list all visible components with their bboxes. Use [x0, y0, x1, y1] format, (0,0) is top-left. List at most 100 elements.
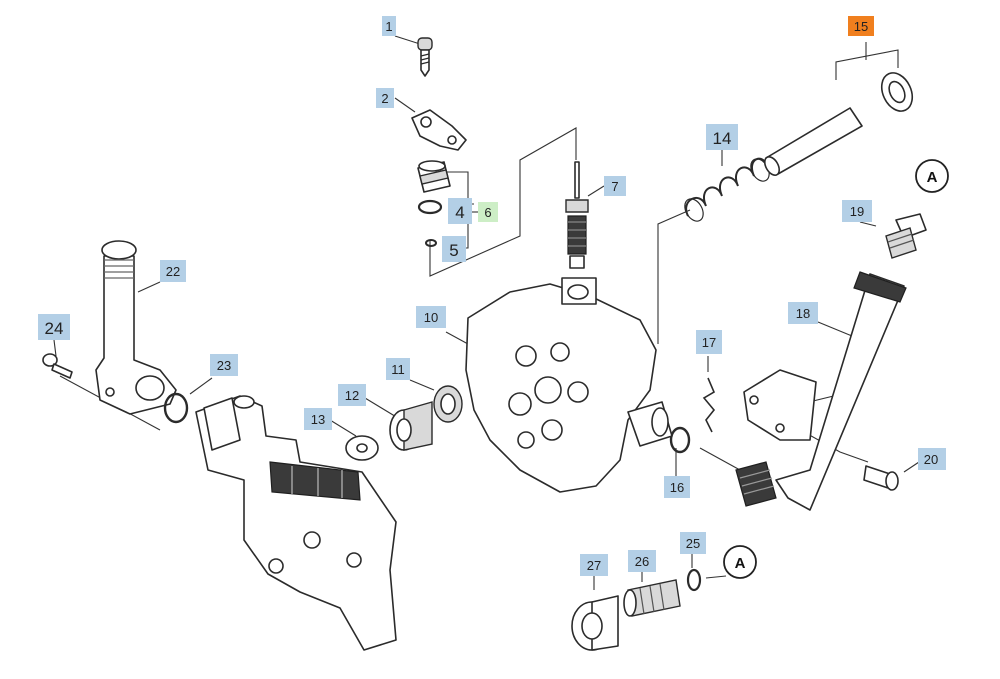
callout-box — [680, 532, 706, 554]
callout-box — [604, 176, 626, 196]
callout-label: 18 — [796, 306, 810, 321]
callout-label: 26 — [635, 554, 649, 569]
callout-box — [448, 198, 472, 224]
reference-marker-a-top[interactable]: A — [915, 159, 949, 193]
callout-box — [848, 16, 874, 36]
callout-label: 14 — [713, 129, 732, 148]
callout-box — [210, 354, 238, 376]
callout-box — [382, 16, 396, 36]
callout-label: 23 — [217, 358, 231, 373]
callout-box — [664, 476, 690, 498]
callout-label: 6 — [484, 205, 491, 220]
callout-11[interactable]: 11 — [386, 358, 410, 380]
callout-13[interactable]: 13 — [304, 408, 332, 430]
callout-12[interactable]: 12 — [338, 384, 366, 406]
part-connector-26 — [623, 579, 681, 617]
callout-label: 7 — [611, 179, 618, 194]
callout-18[interactable]: 18 — [788, 302, 818, 324]
callout-box — [706, 124, 738, 150]
callout-22[interactable]: 22 — [160, 260, 186, 282]
part-small-ring-5 — [425, 239, 437, 247]
part-bushing-12 — [389, 401, 433, 451]
reference-marker-label: A — [735, 555, 746, 572]
callout-label: 20 — [924, 452, 938, 467]
callout-box — [338, 384, 366, 406]
callout-label: 15 — [854, 19, 868, 34]
callout-label: 13 — [311, 412, 325, 427]
callout-5[interactable]: 5 — [442, 236, 466, 262]
callout-23[interactable]: 23 — [210, 354, 238, 376]
callout-label: 19 — [850, 204, 864, 219]
callout-19[interactable]: 19 — [842, 200, 872, 222]
callout-label: 10 — [424, 310, 438, 325]
callout-label: 24 — [45, 319, 64, 338]
callout-14[interactable]: 14 — [706, 124, 738, 150]
callout-box — [386, 358, 410, 380]
leader-lines — [53, 35, 923, 590]
callout-label: 1 — [385, 19, 392, 34]
part-valve-stem-7 — [565, 161, 589, 269]
callout-label: 22 — [166, 264, 180, 279]
callout-box — [696, 330, 722, 354]
callout-label: 17 — [702, 335, 716, 350]
callout-label: 27 — [587, 558, 601, 573]
part-piston-15 — [763, 72, 914, 176]
reference-marker-label: A — [927, 169, 938, 186]
part-pump-housing-10 — [465, 277, 673, 493]
part-seal-11 — [433, 385, 463, 423]
callout-20[interactable]: 20 — [918, 448, 946, 470]
callout-label: 5 — [449, 241, 458, 260]
part-nut-27 — [571, 595, 619, 651]
callout-2[interactable]: 2 — [376, 88, 394, 108]
callout-box — [842, 200, 872, 222]
callout-label: 16 — [670, 480, 684, 495]
part-oring-16 — [669, 426, 691, 454]
callout-label: 4 — [455, 203, 464, 222]
part-screw-24 — [42, 353, 73, 379]
callout-6[interactable]: 6 — [478, 202, 498, 222]
reference-marker-a-bottom[interactable]: A — [723, 545, 757, 579]
part-valve-cap-4 — [417, 160, 451, 193]
callout-24[interactable]: 24 — [38, 314, 70, 340]
part-fitting-19 — [885, 213, 927, 259]
callout-box — [38, 314, 70, 340]
callout-box — [628, 550, 656, 572]
part-oring-25 — [686, 568, 702, 592]
callout-box — [580, 554, 608, 576]
callout-box — [918, 448, 946, 470]
callout-4[interactable]: 4 — [448, 198, 472, 224]
callout-box — [160, 260, 186, 282]
part-spring-14 — [684, 157, 770, 222]
callout-26[interactable]: 26 — [628, 550, 656, 572]
part-bolt-20 — [863, 465, 899, 491]
part-inlet-pipe-22 — [95, 240, 177, 415]
part-clip-17 — [702, 377, 716, 433]
callout-label: 12 — [345, 388, 359, 403]
callout-1[interactable]: 1 — [382, 16, 396, 36]
part-screw-1 — [417, 37, 433, 77]
callout-box — [442, 236, 466, 262]
callout-label: 2 — [381, 91, 388, 106]
callouts: 1 2 4 5 6 7 10 11 — [38, 16, 946, 576]
callout-label: 11 — [391, 362, 405, 377]
callout-label: 25 — [686, 536, 700, 551]
callout-box — [478, 202, 498, 222]
callout-box — [376, 88, 394, 108]
callout-15[interactable]: 15 — [848, 16, 874, 36]
part-outlet-pipe-18 — [735, 271, 907, 511]
callout-10[interactable]: 10 — [416, 306, 446, 328]
callout-17[interactable]: 17 — [696, 330, 722, 354]
callout-box — [788, 302, 818, 324]
part-oring-4 — [417, 199, 443, 215]
callout-27[interactable]: 27 — [580, 554, 608, 576]
callout-16[interactable]: 16 — [664, 476, 690, 498]
part-oring-23 — [163, 392, 189, 424]
callout-7[interactable]: 7 — [604, 176, 626, 196]
part-bracket-2 — [411, 109, 467, 151]
callout-box — [416, 306, 446, 328]
callout-25[interactable]: 25 — [680, 532, 706, 554]
part-manifold-base — [195, 395, 397, 651]
callout-box — [304, 408, 332, 430]
